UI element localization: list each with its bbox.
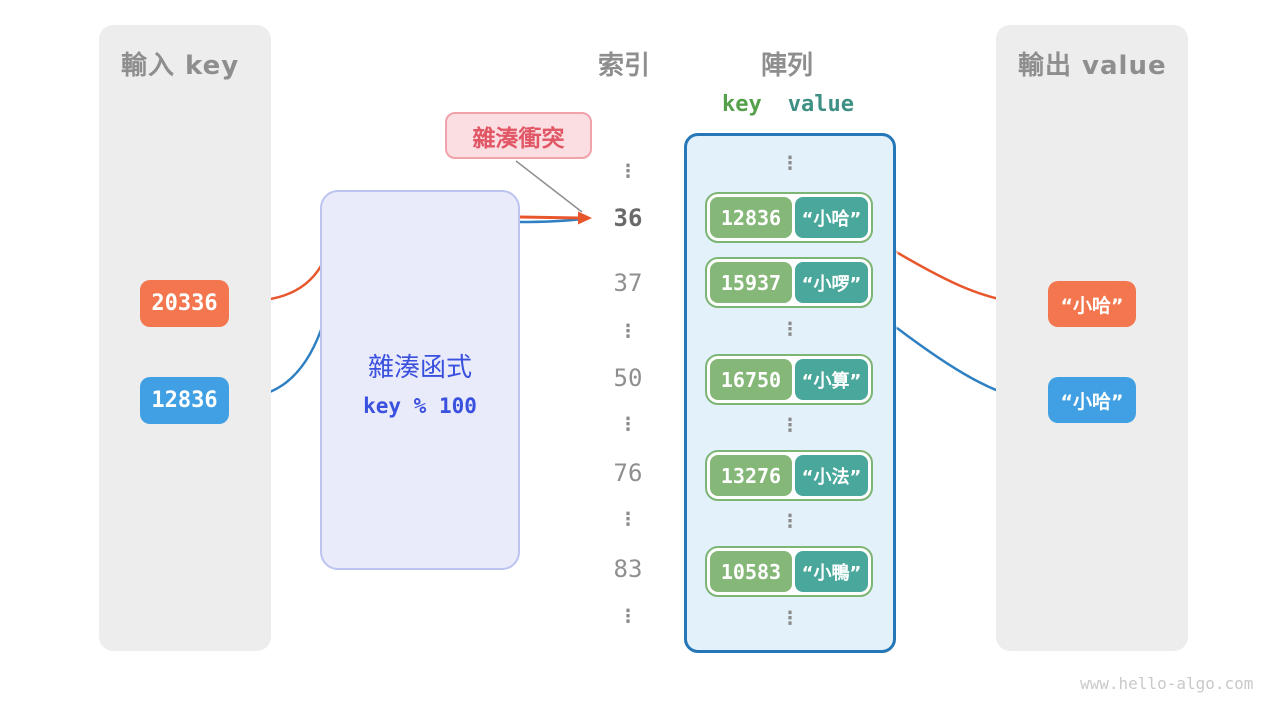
- array-row-10583: 10583 “小鴨”: [705, 546, 873, 597]
- hash-function-box: 雜湊函式 key % 100: [320, 190, 520, 570]
- array-key-cell: 13276: [710, 455, 792, 496]
- input-panel-title: 輸入 key: [121, 51, 240, 81]
- arrowhead-index-36: [578, 211, 592, 225]
- index-ellipsis: ⋮: [619, 321, 637, 342]
- index-item-83: 83: [613, 555, 643, 583]
- input-key-12836: 12836: [140, 377, 229, 424]
- output-panel-title: 輸出 value: [1018, 51, 1167, 81]
- array-row-12836: 12836 “小哈”: [705, 192, 873, 243]
- array-key-cell: 16750: [710, 359, 792, 400]
- hash-collision-label: 雜湊衝突: [445, 112, 592, 159]
- watermark: www.hello-algo.com: [1080, 674, 1254, 693]
- array-kv-header: key value: [722, 92, 854, 117]
- array-value-header: value: [787, 92, 854, 117]
- collision-pointer-line: [515, 160, 583, 213]
- hash-function-title: 雜湊函式: [367, 353, 472, 383]
- array-value-cell: “小哈”: [795, 197, 868, 238]
- input-panel: 輸入 key: [99, 25, 271, 651]
- array-value-cell: “小啰”: [795, 262, 868, 303]
- array-column-title: 陣列: [761, 51, 814, 81]
- index-item-76: 76: [613, 459, 643, 487]
- index-ellipsis: ⋮: [619, 414, 637, 435]
- array-key-cell: 10583: [710, 551, 792, 592]
- hash-function-formula: key % 100: [363, 394, 477, 418]
- index-ellipsis: ⋮: [619, 509, 637, 530]
- array-ellipsis: ⋮: [781, 415, 799, 436]
- input-key-20336: 20336: [140, 280, 229, 327]
- index-item-37: 37: [613, 269, 643, 297]
- array-value-cell: “小鴨”: [795, 551, 868, 592]
- array-ellipsis: ⋮: [781, 153, 799, 174]
- index-column-title: 索引: [598, 51, 651, 81]
- array-key-cell: 12836: [710, 197, 792, 238]
- arrow-blue-to-index: [519, 217, 583, 224]
- index-ellipsis: ⋮: [619, 161, 637, 182]
- array-row-13276: 13276 “小法”: [705, 450, 873, 501]
- array-row-16750: 16750 “小算”: [705, 354, 873, 405]
- output-panel: 輸出 value: [996, 25, 1188, 651]
- array-value-cell: “小法”: [795, 455, 868, 496]
- array-value-cell: “小算”: [795, 359, 868, 400]
- index-item-36: 36: [613, 204, 643, 232]
- array-ellipsis: ⋮: [781, 511, 799, 532]
- array-ellipsis: ⋮: [781, 319, 799, 340]
- array-key-cell: 15937: [710, 262, 792, 303]
- array-key-header: key: [722, 92, 762, 117]
- output-value-orange: “小哈”: [1048, 281, 1136, 327]
- array-ellipsis: ⋮: [781, 608, 799, 629]
- index-item-50: 50: [613, 364, 643, 392]
- output-value-blue: “小哈”: [1048, 377, 1136, 423]
- index-ellipsis: ⋮: [619, 606, 637, 627]
- arrow-orange-to-index: [519, 215, 580, 220]
- array-row-15937: 15937 “小啰”: [705, 257, 873, 308]
